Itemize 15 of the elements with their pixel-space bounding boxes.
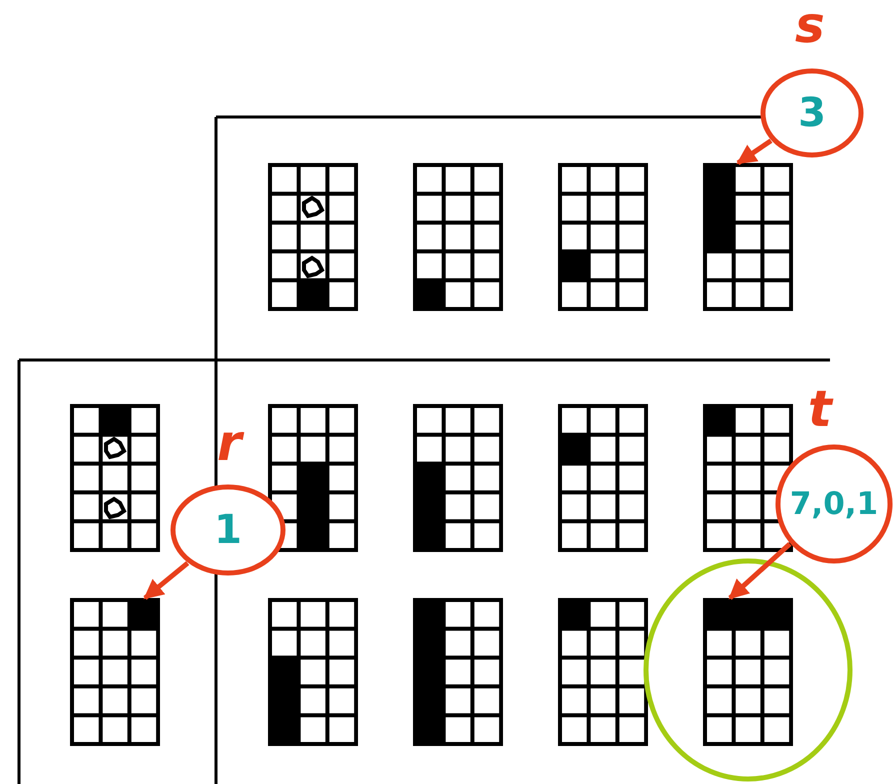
leader-arrow xyxy=(728,542,792,600)
callout-circle xyxy=(760,68,864,158)
callout-number: 3 xyxy=(798,90,826,136)
highlight-circle xyxy=(643,558,853,782)
leader-arrow xyxy=(736,138,772,166)
callout-letter: s xyxy=(795,0,825,50)
leader-arrow xyxy=(143,561,190,600)
callout-number: 1 xyxy=(214,507,242,553)
grid-drawing xyxy=(703,163,793,311)
callout-number: 7,0,1 xyxy=(790,486,878,522)
callout-circle xyxy=(170,484,286,576)
callout-letter: r xyxy=(217,418,242,468)
callout-circle xyxy=(775,444,893,564)
callout-letter: t xyxy=(808,384,832,434)
grid-drawing xyxy=(70,598,160,746)
